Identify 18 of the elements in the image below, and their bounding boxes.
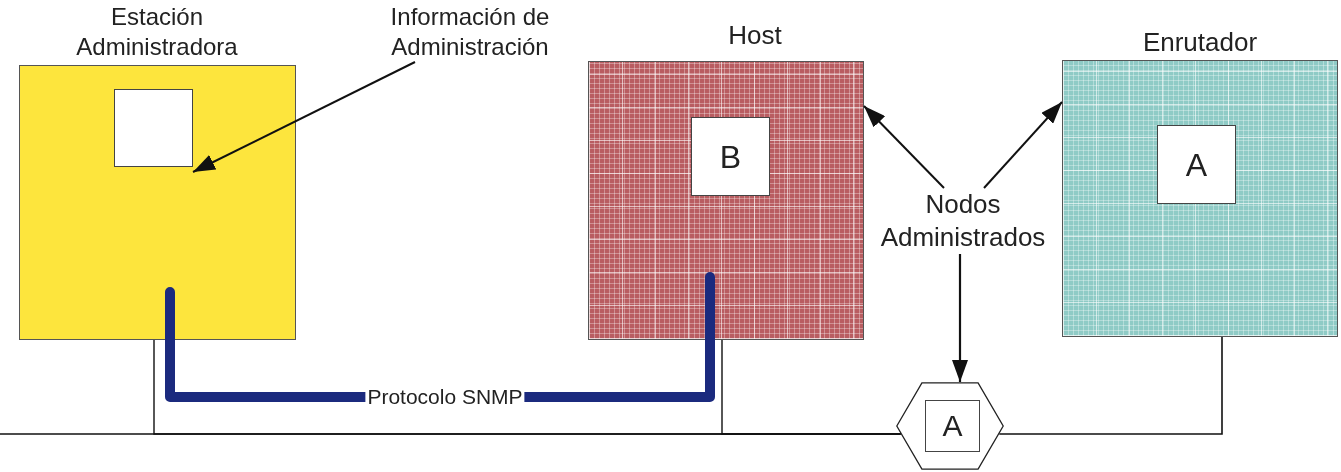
annotation-text: Nodos Administrados [870,188,1056,254]
leader-arrow [952,254,968,382]
module-box [114,89,193,167]
module-label: B [719,140,742,173]
leader-arrow [983,101,1063,189]
node-heading: Estación Administradora [75,2,239,62]
node-heading: Host [727,19,783,52]
network-line [0,433,902,435]
annotation-text: Información de Administración [380,2,560,62]
network-line [998,336,1223,435]
node-heading: Enrutador [1141,26,1259,59]
module-box [1157,125,1236,204]
module-box [691,117,770,196]
module-label: A [942,411,963,441]
leader-arrow [863,105,945,189]
module-label: A [1185,148,1208,181]
leader-arrow [192,61,416,173]
module-box [925,400,980,452]
